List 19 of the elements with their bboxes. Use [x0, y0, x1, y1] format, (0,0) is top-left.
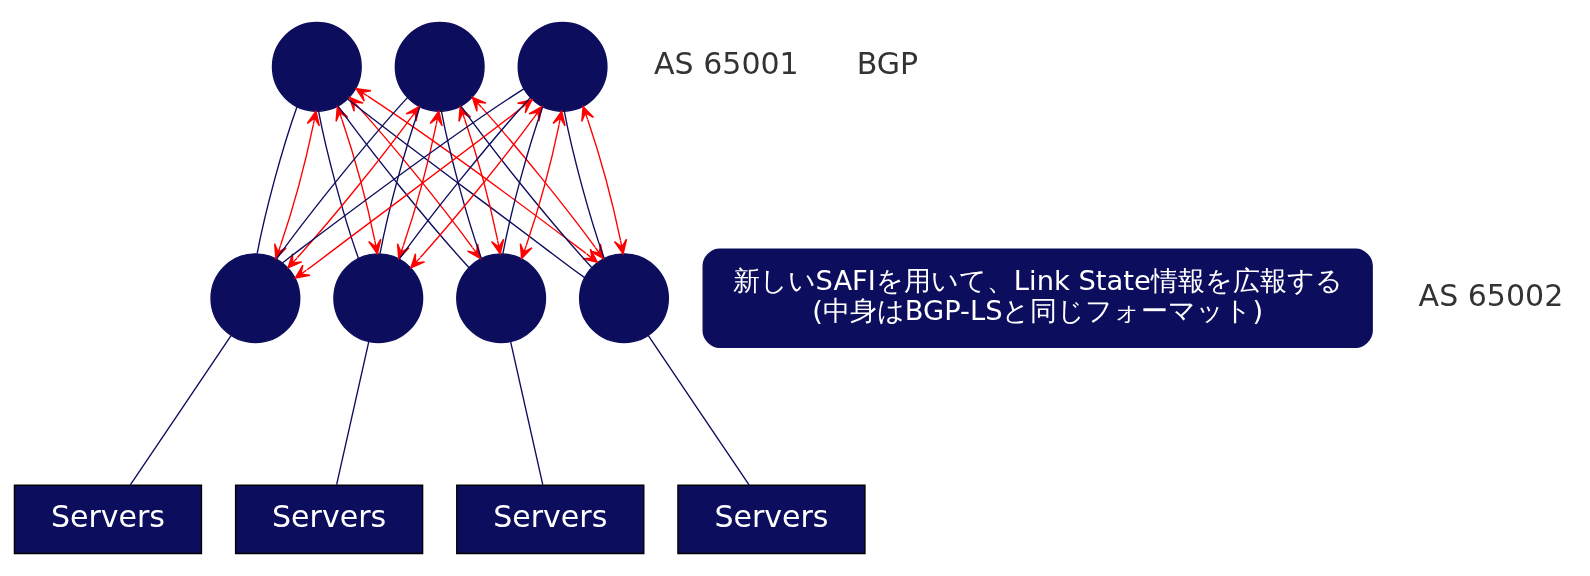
label: AS 65002 [1418, 277, 1564, 313]
node-box: Servers [677, 484, 866, 555]
label: BGP [856, 46, 919, 82]
node-box: Servers [456, 484, 645, 555]
node-circle [456, 253, 547, 344]
node-circle [578, 253, 670, 344]
connector [647, 335, 750, 486]
node-box: 新しいSAFIを用いて、Link State情報を広報する(中身はBGP-LSと同じフォーマット) [702, 248, 1373, 349]
node-box: Servers [13, 484, 203, 555]
connector [335, 341, 370, 486]
connector [129, 335, 232, 486]
node-box: Servers [234, 484, 424, 555]
arrow [581, 105, 628, 255]
connector [256, 106, 298, 255]
connector [509, 341, 544, 486]
connector [317, 110, 360, 259]
connector [282, 88, 525, 264]
label: AS 65001 [654, 46, 799, 82]
arrow [519, 110, 566, 260]
